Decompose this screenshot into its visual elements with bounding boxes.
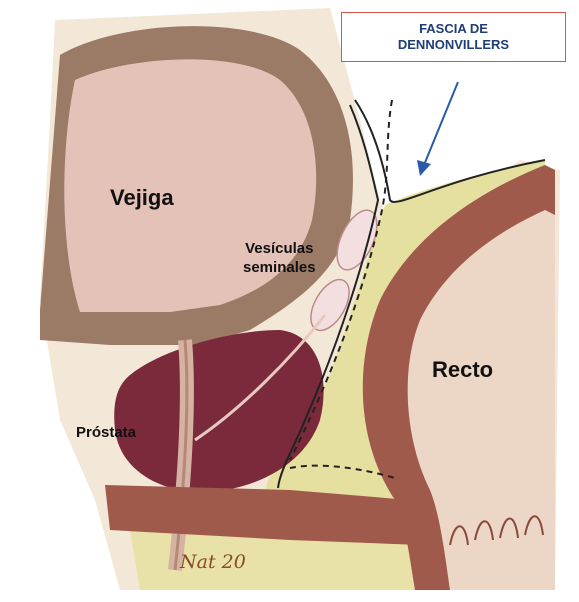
- fascia-callout-line1: FASCIA DE: [419, 21, 488, 37]
- label-vesiculas-line1: Vesículas: [243, 239, 316, 258]
- fascia-callout-box: FASCIA DE DENNONVILLERS: [341, 12, 566, 62]
- label-vesiculas-seminales: Vesículas seminales: [243, 239, 316, 277]
- fascia-callout-line2: DENNONVILLERS: [398, 37, 509, 53]
- label-recto: Recto: [432, 357, 493, 383]
- callout-arrow-head: [417, 160, 431, 176]
- label-vejiga: Vejiga: [110, 185, 174, 211]
- label-vesiculas-line2: seminales: [243, 258, 316, 277]
- callout-arrow-shaft: [424, 82, 458, 165]
- artist-signature: Nat 20: [180, 551, 246, 573]
- label-prostata: Próstata: [76, 424, 136, 441]
